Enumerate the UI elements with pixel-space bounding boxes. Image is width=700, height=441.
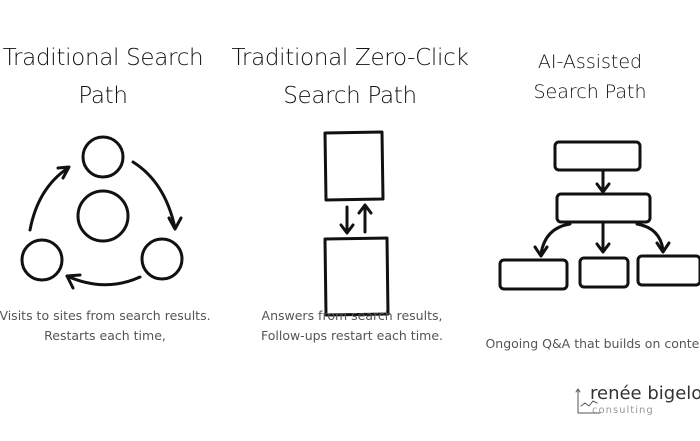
node-left xyxy=(20,238,64,282)
zero-click-caption-line2: Follow-ups restart each time. xyxy=(260,328,444,343)
node-center xyxy=(76,189,130,243)
logo-chart-icon xyxy=(575,388,601,414)
traditional-caption-line1: Visits to sites from search results. xyxy=(0,308,211,323)
zero-click-title-line1: Traditional Zero-Click xyxy=(231,45,469,71)
traditional-title-line1: Traditional Search xyxy=(2,45,204,71)
zero-click-diagram xyxy=(323,130,390,317)
node-right xyxy=(140,237,184,281)
zero-click-title-line2: Search Path xyxy=(283,83,417,109)
arrow-top-to-right xyxy=(131,160,177,230)
box-top xyxy=(323,130,385,202)
arrow-left-to-top xyxy=(28,166,70,232)
arrow-down xyxy=(339,205,355,235)
traditional-title-line2: Path xyxy=(78,83,128,109)
cycle-diagram xyxy=(20,135,184,290)
logo-sub: consulting xyxy=(592,405,654,416)
logo-name: renée bigelo xyxy=(590,383,700,404)
zero-click-caption-line1: Answers from search results, xyxy=(261,308,443,323)
ai-title-line2: Search Path xyxy=(533,81,647,103)
ai-title-line1: AI-Assisted xyxy=(537,51,643,73)
box-middle xyxy=(555,192,652,224)
tree-diagram xyxy=(498,140,700,291)
arrow-up xyxy=(357,203,373,234)
box-root xyxy=(553,140,642,172)
box-bottom xyxy=(323,236,390,317)
box-leaf-1 xyxy=(498,258,569,291)
box-leaf-2 xyxy=(578,256,630,289)
box-leaf-3 xyxy=(636,254,700,287)
arrow-right-to-left xyxy=(65,274,142,287)
ai-caption: Ongoing Q&A that builds on contex xyxy=(485,336,700,351)
node-top xyxy=(81,135,125,179)
traditional-caption-line2: Restarts each time, xyxy=(44,328,166,343)
